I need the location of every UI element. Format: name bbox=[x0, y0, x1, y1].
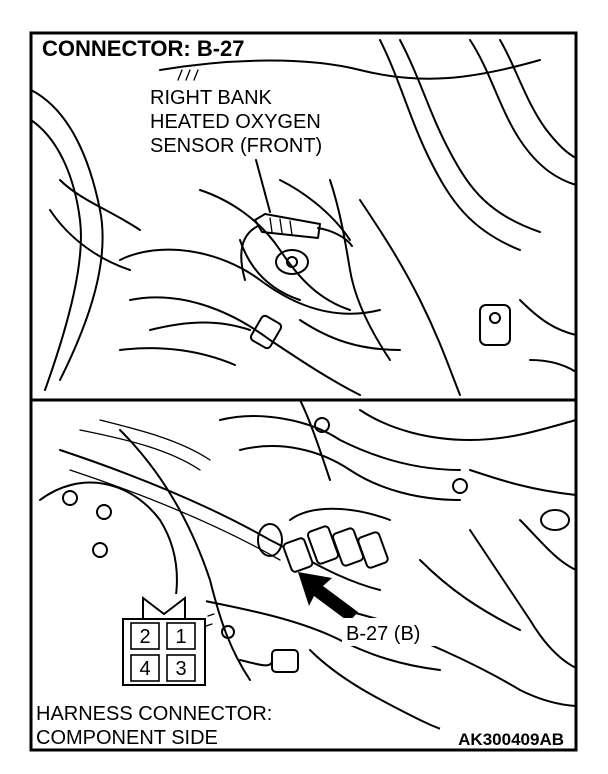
connector-label: B-27 (B) bbox=[346, 623, 420, 645]
pin-cavity-4 bbox=[130, 654, 160, 682]
pin-cavity-2 bbox=[130, 622, 160, 650]
pin-number-4: 4 bbox=[139, 658, 150, 680]
connector-pinout: 2 1 4 3 bbox=[118, 594, 206, 690]
figure-code-background bbox=[440, 728, 574, 748]
connector-title: CONNECTOR: B-27 bbox=[42, 36, 245, 61]
top-engine-illustration bbox=[30, 39, 577, 396]
harness-line-1: HARNESS CONNECTOR: bbox=[36, 703, 272, 725]
connector-pointer-arrow bbox=[298, 572, 358, 622]
sensor-leader-line bbox=[255, 159, 271, 213]
figure-code: AK300409AB bbox=[458, 730, 564, 749]
connector-label-background bbox=[342, 618, 448, 646]
callout-line-3: SENSOR (FRONT) bbox=[150, 135, 322, 157]
pin-number-1: 1 bbox=[175, 626, 186, 648]
harness-text-background bbox=[33, 700, 333, 748]
harness-line-2: COMPONENT SIDE bbox=[36, 727, 218, 749]
pin-number-2: 2 bbox=[139, 626, 150, 648]
pin-cavity-1 bbox=[166, 622, 196, 650]
pin-cavity-3 bbox=[166, 654, 196, 682]
callout-line-2: HEATED OXYGEN bbox=[150, 111, 321, 133]
pin-number-3: 3 bbox=[175, 658, 186, 680]
connector-lock-tab bbox=[142, 595, 186, 619]
callout-line-1: RIGHT BANK bbox=[150, 87, 273, 109]
callout-text-background bbox=[146, 84, 368, 158]
